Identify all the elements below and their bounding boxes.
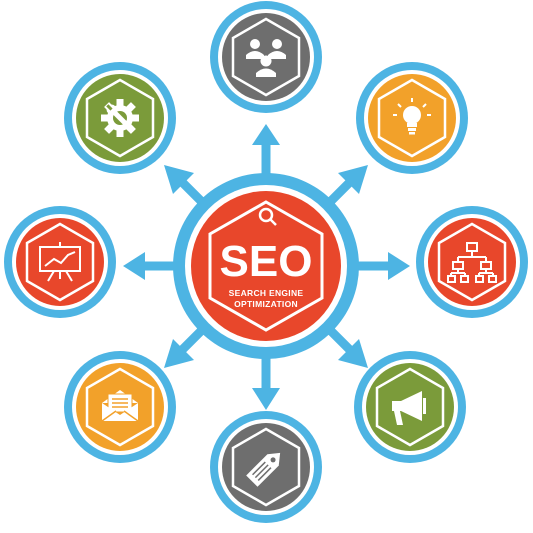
node-email xyxy=(64,351,176,463)
arrow-down xyxy=(252,358,280,410)
node-idea xyxy=(356,62,468,174)
center-node: SEO SEARCH ENGINE OPTIMIZATION xyxy=(173,173,359,359)
users-group-icon xyxy=(246,39,286,77)
arrow-up-left xyxy=(164,165,206,206)
node-settings xyxy=(64,62,176,174)
arrow-left xyxy=(123,252,175,280)
arrow-up xyxy=(252,124,280,175)
magnifier-icon xyxy=(258,207,277,226)
lightbulb-icon xyxy=(393,98,431,135)
arrows xyxy=(123,124,410,410)
sitemap-icon xyxy=(447,242,497,283)
arrow-up-right xyxy=(326,165,368,206)
node-sitemap xyxy=(416,206,528,318)
center-subtitle-line1: SEARCH ENGINE xyxy=(229,288,304,298)
node-tag xyxy=(210,411,322,523)
center-disc xyxy=(191,191,341,341)
arrow-down-right xyxy=(326,326,368,368)
center-subtitle-line2: OPTIMIZATION xyxy=(234,299,298,309)
gear-wrench-icon xyxy=(101,99,139,137)
price-tag-icon xyxy=(246,452,281,487)
arrow-down-left xyxy=(164,326,206,368)
megaphone-icon xyxy=(392,391,426,425)
node-users xyxy=(210,1,322,113)
presentation-chart-icon xyxy=(39,242,81,282)
node-analytics xyxy=(4,206,116,318)
center-title: SEO xyxy=(220,237,313,286)
arrow-right xyxy=(358,252,410,280)
envelope-icon xyxy=(101,390,139,422)
node-marketing xyxy=(354,351,466,463)
